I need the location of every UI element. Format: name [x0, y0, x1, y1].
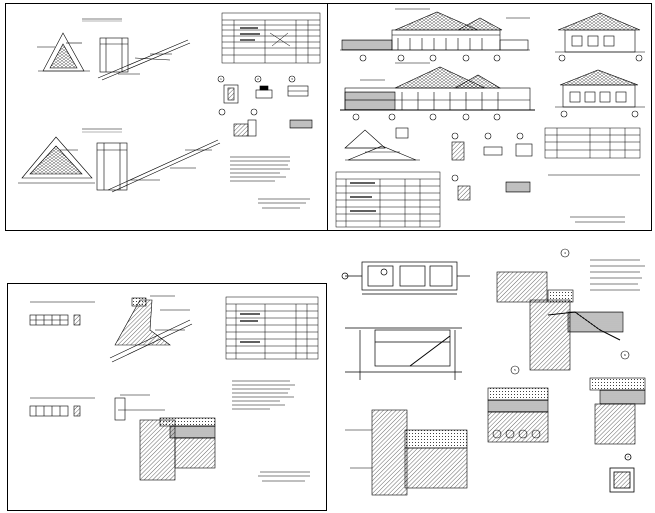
callout-5: 5	[514, 368, 516, 372]
notes-sheet2	[548, 174, 640, 223]
callouts: 1 2 3 4 5 6 7	[220, 77, 629, 459]
truss-row-sheet2	[344, 127, 420, 161]
node-details-sheet1	[217, 75, 313, 137]
callout-2: 2	[257, 77, 259, 81]
notes-sheet3	[232, 380, 310, 482]
side-elevation-top	[555, 12, 645, 62]
facade-elevation-top	[340, 8, 530, 62]
callout-6: 6	[624, 353, 626, 357]
stair-node-sheet3	[109, 295, 193, 363]
column-detail	[609, 453, 635, 493]
beam-details-sheet3	[29, 301, 95, 417]
floor-plan	[341, 261, 470, 295]
callout-3: 3	[291, 77, 293, 81]
stair-section	[345, 327, 462, 380]
node-detail-right-mid	[487, 350, 646, 445]
spec-table-sheet2-left	[335, 171, 441, 228]
foundation-node-left	[345, 409, 468, 496]
truss-detail-bottom	[18, 128, 221, 193]
callout-1: 1	[220, 77, 222, 81]
truss-detail-top	[37, 18, 191, 81]
node-details-sheet2	[451, 132, 533, 201]
callout-4: 4	[564, 251, 566, 255]
spec-table-sheet3	[225, 296, 319, 360]
notes-sheet1	[230, 156, 310, 209]
callout-7: 7	[627, 455, 629, 459]
facade-elevation-bottom	[340, 62, 535, 121]
side-elevation-bottom	[555, 69, 645, 118]
spec-table-sheet2-right	[544, 127, 641, 159]
node-detail-right-top	[496, 248, 645, 371]
wall-node-sheet3	[114, 394, 216, 481]
spec-table-sheet1	[221, 12, 321, 64]
